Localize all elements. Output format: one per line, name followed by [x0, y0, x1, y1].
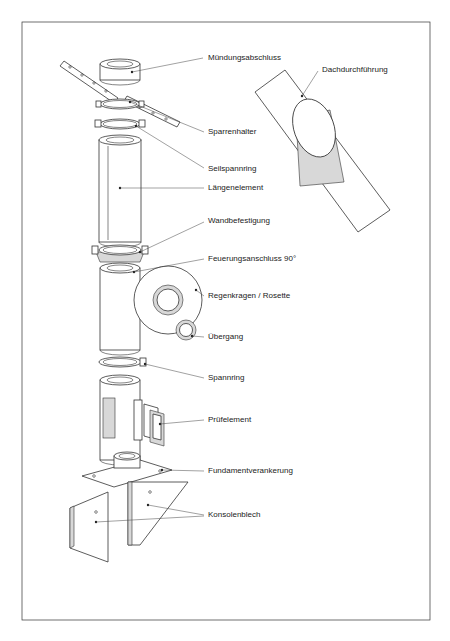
part-label: Fundamentverankerung — [207, 466, 294, 475]
part-label: Konsolenblech — [207, 510, 261, 519]
part-label: Regenkragen / Rosette — [207, 291, 291, 300]
part-label: Sparrenhalter — [207, 127, 257, 136]
part-label: Feuerungsanschluss 90° — [207, 254, 297, 263]
part-label: Seilspannring — [207, 164, 257, 173]
part-label: Übergang — [207, 332, 244, 341]
rafter-bracket — [60, 61, 180, 127]
cable-clamp-ring — [95, 119, 145, 129]
roof-flashing — [255, 70, 390, 232]
inspection-element — [100, 375, 164, 465]
part-label: Dachdurchführung — [321, 65, 389, 74]
leader-lines — [95, 58, 318, 523]
adapter — [176, 320, 196, 340]
pipe-section — [99, 135, 141, 247]
part-label: Längenelement — [207, 183, 264, 192]
console-plates — [70, 482, 188, 562]
part-label: Prüfelement — [207, 415, 252, 424]
part-label: Mündungsabschluss — [207, 53, 282, 62]
frame — [22, 22, 430, 620]
chimney-cap — [100, 59, 140, 85]
part-label: Spannring — [207, 373, 245, 382]
wall-bracket — [92, 245, 148, 262]
clamp-ring — [99, 357, 146, 367]
part-label: Wandbefestigung — [207, 216, 271, 225]
